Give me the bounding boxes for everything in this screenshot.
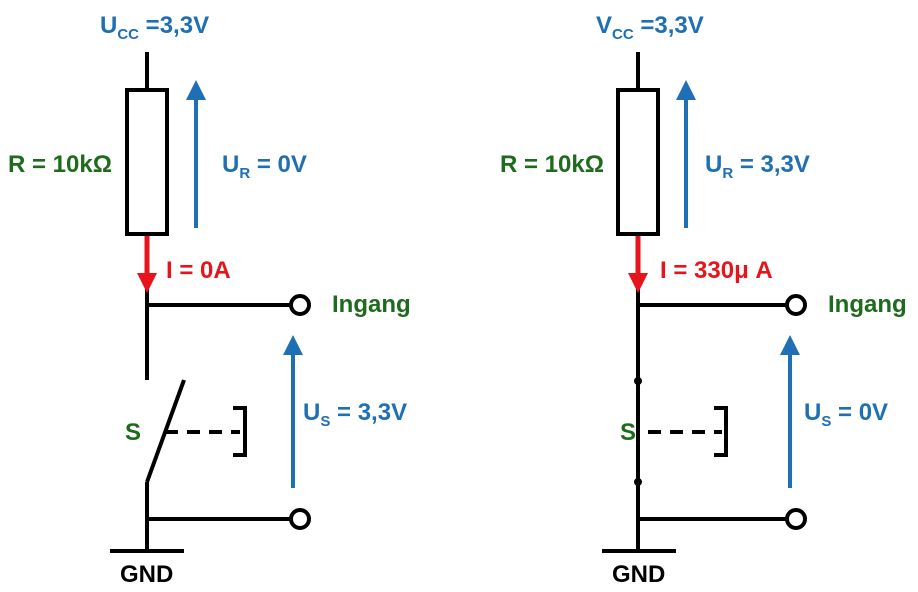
right-us-sub: S — [821, 413, 831, 430]
right-us-main: U — [804, 399, 821, 426]
left-input-terminal — [289, 294, 311, 316]
right-switch-contact-top — [634, 377, 642, 385]
left-ur-main: U — [222, 151, 239, 178]
left-ur-rest: = 0V — [250, 151, 307, 178]
left-supply-main: U — [100, 12, 117, 39]
left-us-label: US = 3,3V — [303, 399, 407, 430]
left-ground-label: GND — [120, 561, 173, 588]
right-supply-sub: CC — [612, 26, 634, 43]
right-circuit: VCC =3,3V R = 10kΩ UR = 3,3V I = 330μ A … — [500, 12, 907, 588]
right-current-label: I = 330μ A — [660, 257, 773, 284]
right-switch-button — [714, 406, 728, 457]
right-resistor-label: R = 10kΩ — [500, 151, 604, 178]
right-switch-contact-bottom — [634, 478, 642, 486]
left-circuit: UCC =3,3V R = 10kΩ UR = 0V I = 0A Ingang… — [8, 12, 411, 588]
right-input-terminal — [785, 294, 807, 316]
left-resistor-label: R = 10kΩ — [8, 151, 112, 178]
right-us-rest: = 0V — [831, 399, 888, 426]
right-supply-label: VCC =3,3V — [596, 12, 704, 43]
right-input-label: Ingang — [828, 291, 907, 318]
left-supply-label: UCC =3,3V — [100, 12, 209, 43]
right-us-label: US = 0V — [804, 399, 888, 430]
left-supply-rest: =3,3V — [139, 12, 209, 39]
right-ground-label: GND — [612, 561, 665, 588]
right-supply-main: V — [596, 12, 612, 39]
right-ground-terminal — [785, 508, 807, 530]
left-input-label: Ingang — [332, 291, 411, 318]
right-ur-main: U — [705, 151, 722, 178]
left-ground-terminal — [289, 508, 311, 530]
left-switch-button — [233, 406, 247, 457]
left-us-rest: = 3,3V — [330, 399, 407, 426]
right-supply-rest: =3,3V — [634, 12, 704, 39]
left-us-sub: S — [320, 413, 330, 430]
left-ur-sub: R — [239, 165, 250, 182]
right-resistor — [616, 88, 660, 236]
right-ur-label: UR = 3,3V — [705, 151, 810, 182]
right-switch-label: S — [620, 419, 636, 446]
left-current-label: I = 0A — [166, 257, 231, 284]
right-ur-rest: = 3,3V — [733, 151, 810, 178]
left-switch-label: S — [125, 419, 141, 446]
left-resistor — [125, 88, 169, 236]
right-ur-sub: R — [722, 165, 733, 182]
left-supply-sub: CC — [117, 26, 139, 43]
left-ur-label: UR = 0V — [222, 151, 307, 182]
left-us-main: U — [303, 399, 320, 426]
